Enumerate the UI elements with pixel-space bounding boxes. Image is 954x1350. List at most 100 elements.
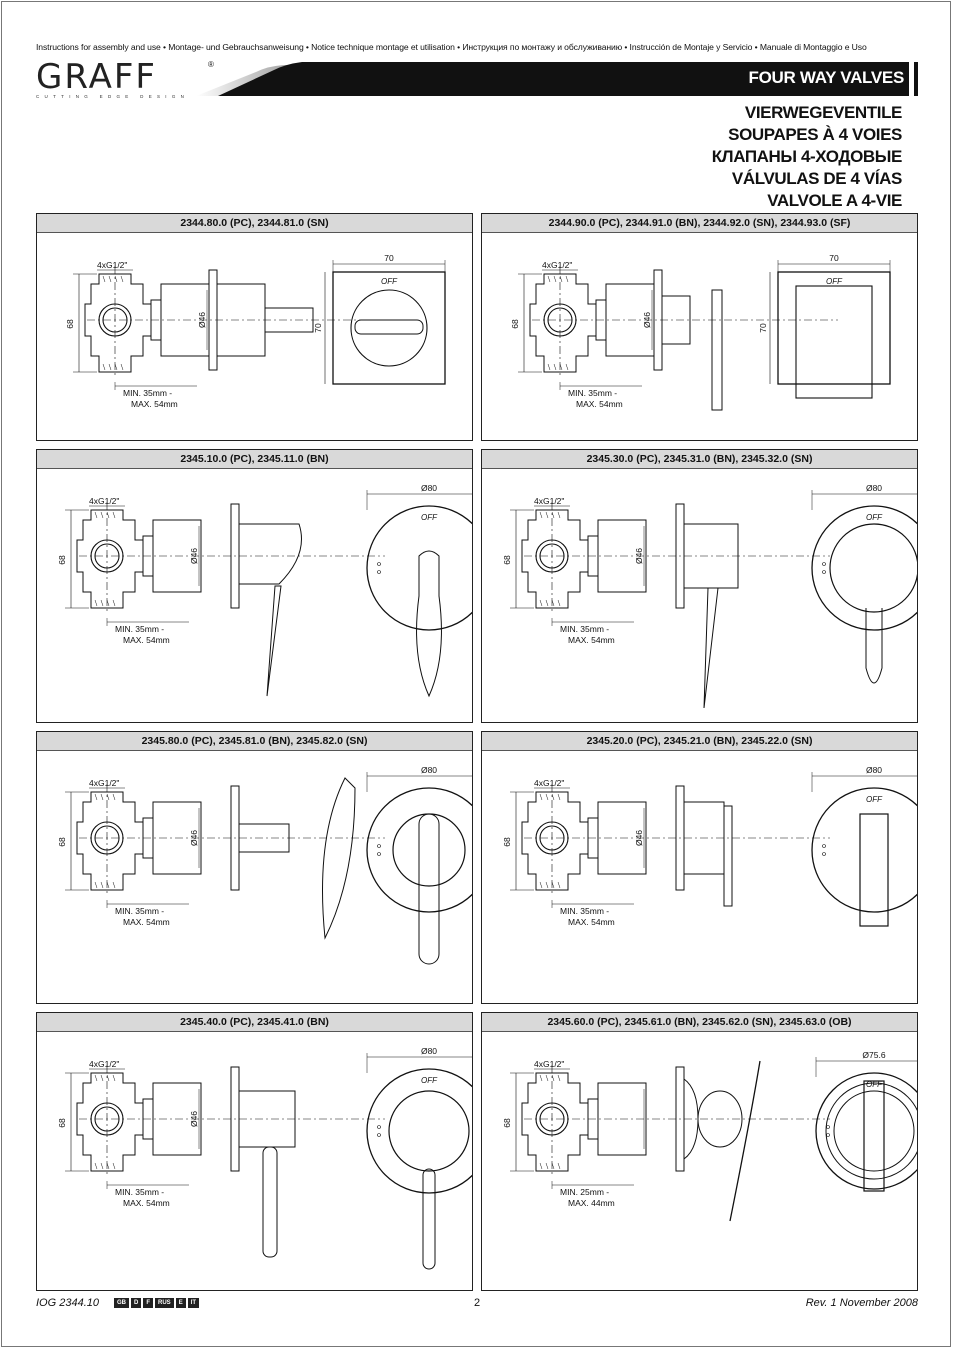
knob-front [350, 289, 428, 367]
thread-label: 4xG1/2" [89, 496, 119, 506]
plate-side [675, 1066, 685, 1172]
max-depth: MAX. 54mm [568, 917, 615, 927]
valve-body [521, 1072, 589, 1172]
stem [238, 823, 290, 853]
cover-plate [366, 1068, 472, 1194]
lang-badge: GB [114, 1298, 129, 1308]
product-panel: 2345.20.0 (PC), 2345.21.0 (BN), 2345.22.… [481, 731, 918, 1004]
cartridge-sleeve [152, 1082, 202, 1156]
plate-diameter: Ø75.6 [862, 1050, 885, 1060]
lever-front [416, 550, 442, 698]
knob-side [216, 283, 266, 357]
thread-label: 4xG1/2" [89, 778, 119, 788]
thread-label: 4xG1/2" [534, 778, 564, 788]
diameter-label: Ø46 [634, 830, 644, 846]
lever-side [266, 585, 282, 697]
height-dimension: 68 [65, 319, 75, 329]
logo-tagline: CUTTING EDGE DESIGN [36, 94, 190, 99]
lever-side [322, 777, 356, 940]
off-marking: OFF [381, 277, 398, 286]
lever-front [865, 608, 883, 684]
lever-hub [661, 295, 691, 345]
knob-front [392, 813, 466, 887]
cartridge-sleeve [597, 1082, 647, 1156]
off-marking: OFF [421, 513, 438, 522]
min-depth: MIN. 35mm - [560, 624, 609, 634]
thread-label: 4xG1/2" [542, 260, 572, 270]
min-depth: MIN. 35mm - [568, 388, 617, 398]
min-depth: MIN. 35mm - [560, 906, 609, 916]
lever-side [729, 1060, 761, 1222]
subtitle-ru: КЛАПАНЫ 4-ХОДОВЫЕ [711, 147, 903, 166]
max-depth: MAX. 54mm [123, 635, 170, 645]
panel-title: 2345.20.0 (PC), 2345.21.0 (BN), 2345.22.… [482, 732, 917, 751]
stem [264, 307, 314, 333]
thread-label: 4xG1/2" [89, 1059, 119, 1069]
off-marking: OFF [866, 795, 883, 804]
height-dimension: 68 [57, 837, 67, 847]
off-marking: OFF [866, 513, 883, 522]
plate-diameter: Ø80 [421, 1046, 437, 1056]
off-marking: OFF [866, 1080, 883, 1089]
lang-badge: E [175, 1298, 186, 1308]
lever-front [863, 1080, 885, 1192]
plate-diameter: Ø80 [421, 483, 437, 493]
product-panel: 2345.80.0 (PC), 2345.81.0 (BN), 2345.82.… [36, 731, 473, 1004]
plate-ring [825, 1082, 917, 1180]
panel-title: 2345.60.0 (PC), 2345.61.0 (BN), 2345.62.… [482, 1013, 917, 1032]
plate-diameter: Ø80 [866, 765, 882, 775]
knob-side [697, 1090, 743, 1148]
square-cover-plate [777, 271, 891, 385]
lever-front [859, 813, 889, 927]
lang-badge: RUS [155, 1298, 174, 1308]
max-depth: MAX. 44mm [568, 1198, 615, 1208]
product-panel: 2345.60.0 (PC), 2345.61.0 (BN), 2345.62.… [481, 1012, 918, 1291]
plate-height: 70 [313, 323, 323, 333]
doc-code: IOG 2344.10 [36, 1297, 99, 1309]
valve-body [84, 273, 152, 373]
plate-height: 70 [758, 323, 768, 333]
height-dimension: 68 [510, 319, 520, 329]
title-banner [196, 62, 909, 96]
lang-badge: IT [187, 1298, 200, 1308]
subtitle-it: VALVOLE A 4-VIE [767, 191, 902, 210]
panel-title: 2345.30.0 (PC), 2345.31.0 (BN), 2345.32.… [482, 450, 917, 469]
min-depth: MIN. 35mm - [115, 1187, 164, 1197]
min-depth: MIN. 35mm - [115, 906, 164, 916]
subtitle-fr: SOUPAPES À 4 VOIES [728, 125, 902, 144]
height-dimension: 68 [57, 555, 67, 565]
plate-width: 70 [829, 253, 839, 263]
instructions-line: Instructions for assembly and use • Mont… [36, 42, 867, 52]
max-depth: MAX. 54mm [131, 399, 178, 409]
max-depth: MAX. 54mm [576, 399, 623, 409]
valve-body [529, 273, 597, 373]
subtitle-list: VIERWEGEVENTILE SOUPAPES À 4 VOIES КЛАПА… [711, 102, 903, 212]
lever-side [703, 587, 719, 709]
graff-logo: GRAFF ® CUTTING EDGE DESIGN [36, 57, 214, 99]
max-depth: MAX. 54mm [123, 1198, 170, 1208]
logo-word: GRAFF [36, 57, 157, 97]
cartridge-sleeve [597, 801, 647, 875]
cover-plate [366, 505, 472, 631]
valve-body [521, 791, 589, 891]
knob-handle [354, 319, 424, 335]
cover-plate [366, 787, 472, 913]
diameter-label: Ø46 [189, 830, 199, 846]
min-depth: MIN. 35mm - [123, 388, 172, 398]
lever-hub [238, 523, 302, 585]
max-depth: MAX. 54mm [123, 917, 170, 927]
banner-title: FOUR WAY VALVES [748, 68, 905, 87]
page-number: 2 [474, 1297, 481, 1309]
min-depth: MIN. 35mm - [115, 624, 164, 634]
panel-title: 2345.40.0 (PC), 2345.41.0 (BN) [37, 1013, 472, 1032]
cover-plate [815, 1072, 917, 1190]
plate-width: 70 [384, 253, 394, 263]
lang-badge: F [143, 1298, 154, 1308]
